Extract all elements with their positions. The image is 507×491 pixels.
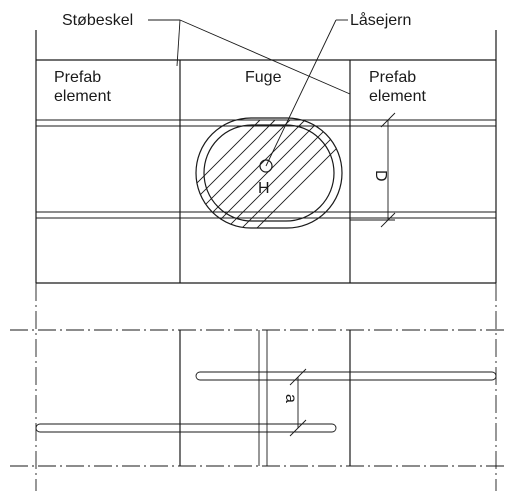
center-lines bbox=[10, 283, 504, 491]
loop-reinforcement bbox=[188, 117, 346, 229]
dimension-a bbox=[289, 368, 307, 437]
fuge-label: Fuge bbox=[245, 69, 282, 86]
bottom-section-frame bbox=[179, 330, 351, 466]
prefab-right-line1: Prefab bbox=[369, 69, 416, 86]
bottom-reinforcement-bars bbox=[35, 371, 497, 433]
top-section-frame bbox=[35, 30, 497, 284]
dimension-d bbox=[350, 112, 396, 228]
lasejern-label: Låsejern bbox=[350, 11, 411, 29]
stobeskel-label: Støbeskel bbox=[62, 12, 133, 29]
prefab-right-line2: element bbox=[369, 88, 426, 105]
point-h-label: H bbox=[258, 180, 270, 197]
dimension-d-label: D bbox=[372, 170, 389, 182]
dimension-a-label: a bbox=[282, 394, 299, 403]
leader-lines bbox=[148, 19, 351, 167]
hatch-pattern bbox=[196, 119, 342, 228]
locking-bar-section bbox=[259, 159, 273, 173]
prefab-left-line2: element bbox=[54, 88, 111, 105]
prefab-left-line1: Prefab bbox=[54, 69, 101, 86]
top-reinforcement-bars bbox=[36, 119, 496, 219]
